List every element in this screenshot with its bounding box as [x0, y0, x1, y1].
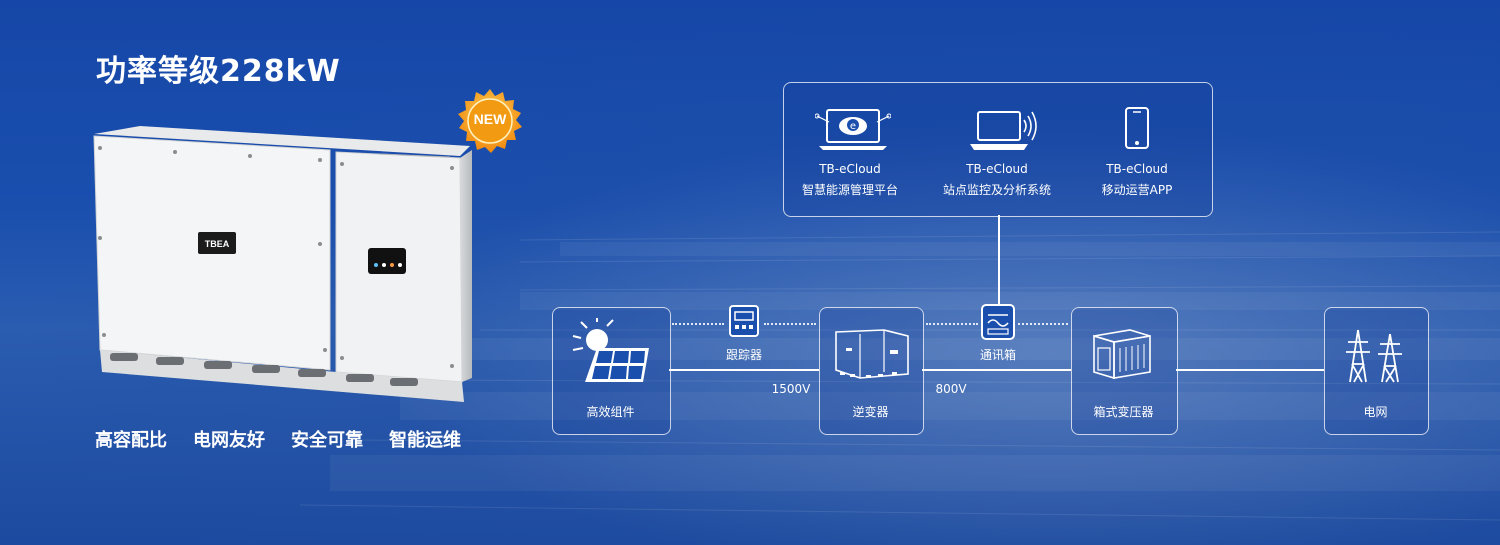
cloud-desc: 移动运营APP: [1101, 183, 1173, 197]
feature-item: 电网友好: [193, 430, 265, 451]
laptop-wifi-icon: [970, 111, 1037, 150]
transformer-label: 箱式变压器: [1093, 405, 1154, 419]
dc-voltage-label: 1500V: [771, 382, 811, 396]
grid-label: 电网: [1363, 405, 1388, 419]
feature-item: 智能运维: [389, 430, 461, 451]
cloud-name: TB-eCloud: [966, 162, 1028, 176]
tracker-label: 跟踪器: [725, 348, 762, 362]
comm-dash: [672, 323, 724, 325]
new-badge-label: NEW: [473, 111, 507, 127]
module-label: 高效组件: [586, 405, 635, 419]
dc-line: [669, 369, 819, 371]
comm-box-label: 通讯箱: [979, 348, 1016, 362]
grid-line: [1176, 369, 1324, 371]
page-title: 功率等级228kW: [96, 54, 341, 89]
inverter-product-image: TBEA: [93, 126, 472, 402]
comm-box-icon: [981, 304, 1015, 340]
new-badge-icon: [458, 89, 522, 153]
feature-list: 高容配比 电网友好 安全可靠 智能运维: [95, 426, 461, 452]
comm-dash: [926, 323, 978, 325]
smartphone-icon: [1125, 107, 1149, 149]
tracker-meter-icon: [729, 305, 759, 337]
comm-dash: [764, 323, 816, 325]
ac-line: [922, 369, 1071, 371]
cloud-desc: 智慧能源管理平台: [801, 183, 898, 197]
cloud-desc: 站点监控及分析系统: [942, 183, 1051, 197]
inverter-label: 逆变器: [852, 405, 889, 419]
svg-text:e: e: [850, 121, 856, 132]
cloud-name: TB-eCloud: [819, 162, 881, 176]
cloud-name: TB-eCloud: [1106, 162, 1168, 176]
ac-voltage-label: 800V: [935, 382, 967, 396]
solar-panel-icon: [572, 318, 649, 382]
grid-box: [1324, 307, 1429, 435]
laptop-cloud-icon: e: [815, 109, 891, 150]
feature-item: 安全可靠: [291, 430, 363, 451]
transformer-icon: [1093, 329, 1151, 380]
transformer-box: [1071, 307, 1178, 435]
inverter-icon: [835, 329, 909, 379]
power-tower-icon: [1346, 329, 1402, 383]
comm-dash: [1018, 323, 1068, 325]
cloud-link-line: [998, 215, 1000, 305]
feature-item: 高容配比: [95, 430, 167, 451]
device-logo: TBEA: [205, 239, 230, 249]
